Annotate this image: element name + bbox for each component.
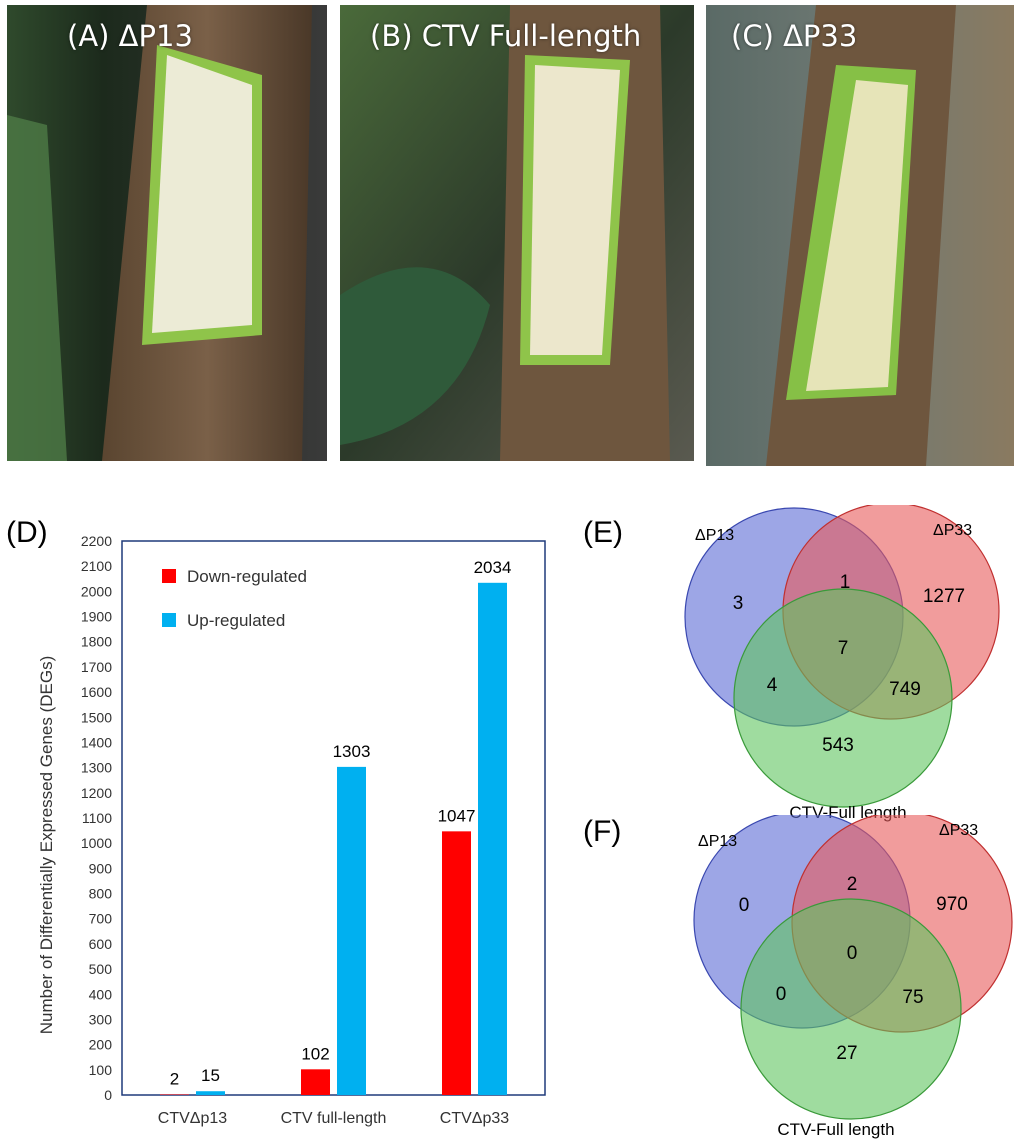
photo-panel-c: (C) ΔP33 [706, 5, 1014, 466]
bar-up-1 [337, 766, 366, 1095]
legend-label-up: Up-regulated [187, 611, 285, 630]
y-tick-label: 2000 [81, 583, 112, 599]
panel-e-label: (E) [583, 516, 623, 549]
y-tick-label: 400 [89, 986, 113, 1002]
venn-e-value-dp13-only: 3 [733, 593, 744, 614]
y-tick-label: 2200 [81, 533, 112, 549]
y-tick-label: 1800 [81, 634, 112, 650]
bar-value-label: 1047 [438, 806, 476, 825]
bar-up-0 [196, 1091, 225, 1095]
panel-f-label: (F) [583, 815, 622, 848]
photo-c-label: (C) ΔP33 [731, 19, 858, 53]
y-tick-label: 300 [89, 1011, 113, 1027]
bar-value-label: 102 [301, 1044, 329, 1063]
legend-label-down: Down-regulated [187, 567, 307, 586]
venn-e-label-dp13: ΔP13 [695, 527, 734, 544]
venn-e-value-dp33-only: 1277 [923, 586, 965, 607]
x-tick-label: CTV full-length [281, 1110, 387, 1127]
legend-swatch-down [162, 569, 176, 583]
photo-a-label: (A) ΔP13 [67, 19, 193, 53]
venn-f-value-ctv-only: 27 [836, 1043, 857, 1064]
venn-e-value-dp33-ctv: 749 [889, 679, 921, 700]
venn-e-value-dp13-ctv: 4 [767, 675, 778, 696]
bar-down-1 [301, 1069, 330, 1095]
y-tick-label: 800 [89, 886, 113, 902]
bar-value-labels: 2 15 102 1303 1047 2034 [170, 558, 512, 1089]
venn-f-value-dp33-ctv: 75 [902, 987, 923, 1008]
y-axis-ticks: 0 100 200 300 400 500 600 700 800 900 1000 1100 1200… [81, 533, 112, 1103]
legend: Down-regulated Up-regulated [162, 567, 307, 630]
legend-swatch-up [162, 613, 176, 627]
venn-f-value-dp33-only: 970 [936, 894, 968, 915]
bar-down-0 [160, 1094, 189, 1095]
bar-value-label: 1303 [333, 742, 371, 761]
photo-b-stem-image [340, 5, 694, 461]
y-tick-label: 1100 [82, 810, 112, 826]
y-tick-label: 1000 [81, 835, 112, 851]
plot-frame [121, 540, 546, 1096]
venn-f-value-dp13-only: 0 [739, 895, 750, 916]
photo-panel-a: (A) ΔP13 [7, 5, 327, 461]
bar-up-2 [478, 582, 507, 1095]
venn-f-label-ctv: CTV-Full length [777, 1120, 894, 1139]
bar-series [160, 582, 507, 1095]
bar-value-label: 15 [201, 1066, 220, 1085]
x-tick-label: CTVΔp33 [440, 1110, 509, 1127]
y-tick-label: 100 [89, 1062, 113, 1078]
venn-f-label-dp13: ΔP13 [698, 833, 737, 850]
venn-e-value-all: 7 [838, 638, 849, 659]
y-tick-label: 1500 [81, 709, 112, 725]
y-tick-label: 900 [89, 860, 113, 876]
photo-panel-b: (B) CTV Full-length [340, 5, 694, 461]
panel-d-label: (D) [6, 516, 48, 549]
venn-f-circle-ctv [740, 898, 962, 1120]
y-tick-label: 500 [89, 961, 113, 977]
venn-diagram-f: ΔP13 ΔP33 CTV-Full length 0 2 970 0 0 75… [693, 815, 1013, 1139]
venn-diagram-e: ΔP13 ΔP33 CTV-Full length 3 1 1277 7 4 7… [684, 505, 1000, 822]
venn-e-value-dp13-dp33: 1 [840, 572, 851, 593]
photo-c-stem-image [706, 5, 1014, 466]
y-tick-label: 1900 [81, 609, 112, 625]
y-tick-label: 1400 [81, 734, 112, 750]
photo-b-label: (B) CTV Full-length [370, 19, 642, 53]
x-axis-labels: CTVΔp13 CTV full-length CTVΔp33 [158, 1110, 509, 1127]
photo-a-stem-image [7, 5, 327, 461]
bar-value-label: 2 [170, 1069, 179, 1088]
bar-down-2 [442, 831, 471, 1095]
deg-bar-chart: 0 100 200 300 400 500 600 700 800 900 1000 1100 1200… [37, 533, 546, 1127]
bar-value-label: 2034 [474, 558, 512, 577]
y-tick-label: 200 [89, 1037, 113, 1053]
y-axis-label: Number of Differentially Expressed Genes… [37, 656, 56, 1035]
y-tick-label: 0 [104, 1087, 112, 1103]
y-tick-label: 1600 [81, 684, 112, 700]
venn-f-value-dp13-ctv: 0 [776, 984, 787, 1005]
venn-f-value-all: 0 [847, 943, 858, 964]
venn-f-value-dp13-dp33: 2 [847, 874, 858, 895]
y-tick-label: 1300 [81, 760, 112, 776]
y-tick-label: 700 [89, 911, 113, 927]
y-tick-label: 1200 [81, 785, 112, 801]
venn-e-value-ctv-only: 543 [822, 735, 854, 756]
venn-f-label-dp33: ΔP33 [939, 822, 978, 839]
venn-e-label-dp33: ΔP33 [933, 522, 972, 539]
venn-e-circle-ctv [733, 588, 953, 808]
y-tick-label: 600 [89, 936, 113, 952]
x-tick-label: CTVΔp13 [158, 1110, 227, 1127]
y-tick-label: 2100 [81, 558, 112, 574]
y-tick-label: 1700 [81, 659, 112, 675]
